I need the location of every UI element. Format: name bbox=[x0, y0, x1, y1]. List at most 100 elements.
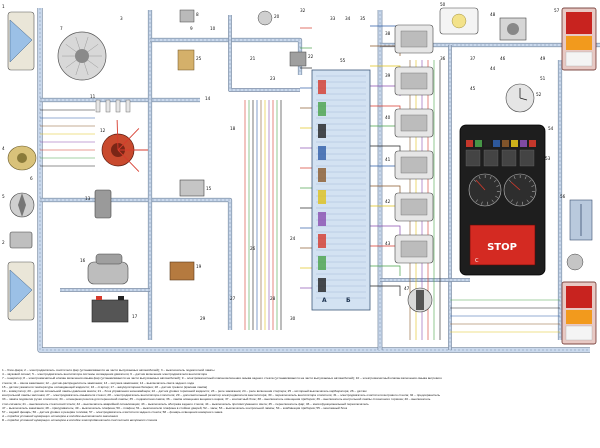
ignition-key-slot bbox=[416, 290, 424, 310]
hv-lead bbox=[117, 128, 140, 151]
component-number: 50 bbox=[440, 2, 446, 7]
gauge-tick bbox=[522, 201, 524, 205]
indicator-lamp bbox=[484, 140, 491, 147]
component-number: 41 bbox=[385, 157, 391, 162]
component-number: 7 bbox=[60, 26, 63, 31]
dash-switch-face bbox=[400, 114, 428, 132]
legend-line: 4 – звуковой сигнал; 5 – электродвигател… bbox=[2, 372, 207, 377]
indicator-lamp bbox=[502, 140, 509, 147]
legend-line: стекла; 11 – свеча зажигания; 12 – датчи… bbox=[2, 380, 194, 385]
legend-line: 57 – задний фонарь; 56 – датчик уровня и… bbox=[2, 410, 223, 415]
component-number: 12 bbox=[100, 128, 106, 133]
wire-from-mount-block bbox=[370, 265, 401, 276]
component-number: 6 bbox=[30, 176, 33, 181]
legend-line: 47 – выключатель зажигания; 48 – прикури… bbox=[2, 405, 348, 410]
dash-switch-face bbox=[400, 156, 428, 174]
component-number: 27 bbox=[230, 296, 236, 301]
component-number: 14 bbox=[205, 96, 211, 101]
gauge-tick bbox=[491, 199, 494, 203]
starter-motor bbox=[87, 261, 129, 285]
stop-warning-block bbox=[469, 224, 536, 266]
hv-lead bbox=[117, 149, 140, 172]
legend-line: стоп-сигнала; 41 – выключатель стеклоочи… bbox=[2, 401, 369, 406]
gauge-tick bbox=[478, 176, 481, 180]
spark-plug bbox=[125, 99, 131, 113]
component-number: 46 bbox=[500, 56, 506, 61]
washer-valve bbox=[179, 9, 195, 23]
rear-lamp-amber bbox=[566, 310, 592, 324]
connector-side-a: А bbox=[322, 297, 327, 304]
gauge-tick bbox=[495, 195, 498, 198]
legend-line: 1 – блок-фара; 2 – электродвигатель очис… bbox=[2, 368, 215, 372]
number-plate-lamp bbox=[566, 253, 584, 271]
component-number: 52 bbox=[536, 92, 542, 97]
component-number: 13 bbox=[85, 196, 91, 201]
fuse bbox=[318, 124, 326, 138]
component-number: 39 bbox=[385, 73, 391, 78]
indicator-lamp bbox=[493, 140, 500, 147]
spark-plug bbox=[105, 99, 111, 113]
component-number: 4 bbox=[2, 146, 5, 151]
gauge-tick bbox=[524, 176, 527, 180]
gauge-tick bbox=[487, 201, 489, 205]
component-number: 37 bbox=[470, 56, 476, 61]
component-number: 19 bbox=[196, 264, 202, 269]
gauge-tick bbox=[508, 179, 512, 183]
component-number: 36 bbox=[440, 56, 446, 61]
dash-switch-face bbox=[400, 240, 428, 258]
hv-lead bbox=[116, 119, 119, 151]
harness-stripe bbox=[229, 15, 300, 91]
gauge-tick bbox=[493, 179, 497, 183]
component-number: 44 bbox=[490, 66, 496, 71]
harness-outline bbox=[228, 15, 300, 92]
harness-left-vertical bbox=[37, 8, 590, 353]
small-gauge bbox=[501, 149, 517, 167]
stop-warning-text: STOP bbox=[487, 242, 517, 253]
legend-line: 33 – лампа подсветки ручки отопителя; 34… bbox=[2, 397, 431, 402]
legend-line: контрольной лампы заслонки; 27 – электро… bbox=[2, 393, 441, 398]
fuse bbox=[318, 102, 326, 116]
component-number: 55 bbox=[340, 58, 346, 63]
carburetor-valve bbox=[177, 49, 195, 71]
wire-from-mount-block bbox=[370, 285, 401, 296]
component-number: 3 bbox=[120, 16, 123, 21]
spark-plug bbox=[115, 99, 121, 113]
headlamp-washer-motor bbox=[9, 231, 33, 249]
small-gauge bbox=[465, 149, 481, 167]
component-number: 24 bbox=[290, 236, 296, 241]
indicator-lamp bbox=[511, 140, 518, 147]
indicator-lamp bbox=[475, 140, 482, 147]
legend-line: А – порядок условной нумерации штекеров … bbox=[2, 414, 118, 419]
component-number: 35 bbox=[360, 16, 366, 21]
battery-terminal-positive bbox=[96, 296, 102, 300]
harness-stripe bbox=[150, 39, 301, 75]
component-number: 53 bbox=[545, 156, 551, 161]
lighter-knob bbox=[507, 23, 519, 35]
component-number: 45 bbox=[470, 86, 476, 91]
component-number: 1 bbox=[2, 4, 5, 9]
harness-top-branch bbox=[150, 37, 303, 75]
horn-center bbox=[17, 153, 27, 163]
gauge-tick bbox=[526, 199, 529, 203]
component-number: 54 bbox=[548, 126, 554, 131]
ignition-coil bbox=[94, 189, 112, 219]
speedometer-needle bbox=[510, 181, 521, 191]
component-number: 15 bbox=[206, 186, 212, 191]
fuse bbox=[318, 190, 326, 204]
headlamp-reflector bbox=[9, 19, 33, 63]
small-gauge bbox=[519, 149, 535, 167]
legend-line: Б – порядок условной нумерации штекеров … bbox=[2, 418, 158, 423]
rear-lamp-reverse bbox=[565, 51, 593, 67]
fuse bbox=[318, 146, 326, 160]
fuse bbox=[318, 168, 326, 182]
component-number: 28 bbox=[270, 296, 276, 301]
battery-terminal-negative bbox=[118, 296, 124, 300]
spark-plug bbox=[95, 99, 101, 113]
headlamp-reflector bbox=[9, 269, 33, 313]
component-number: 8 bbox=[196, 12, 199, 17]
gauge-tick bbox=[489, 176, 492, 180]
rear-lamp-reverse bbox=[565, 325, 593, 341]
fuse bbox=[318, 278, 326, 292]
gauge-tick bbox=[530, 195, 533, 198]
